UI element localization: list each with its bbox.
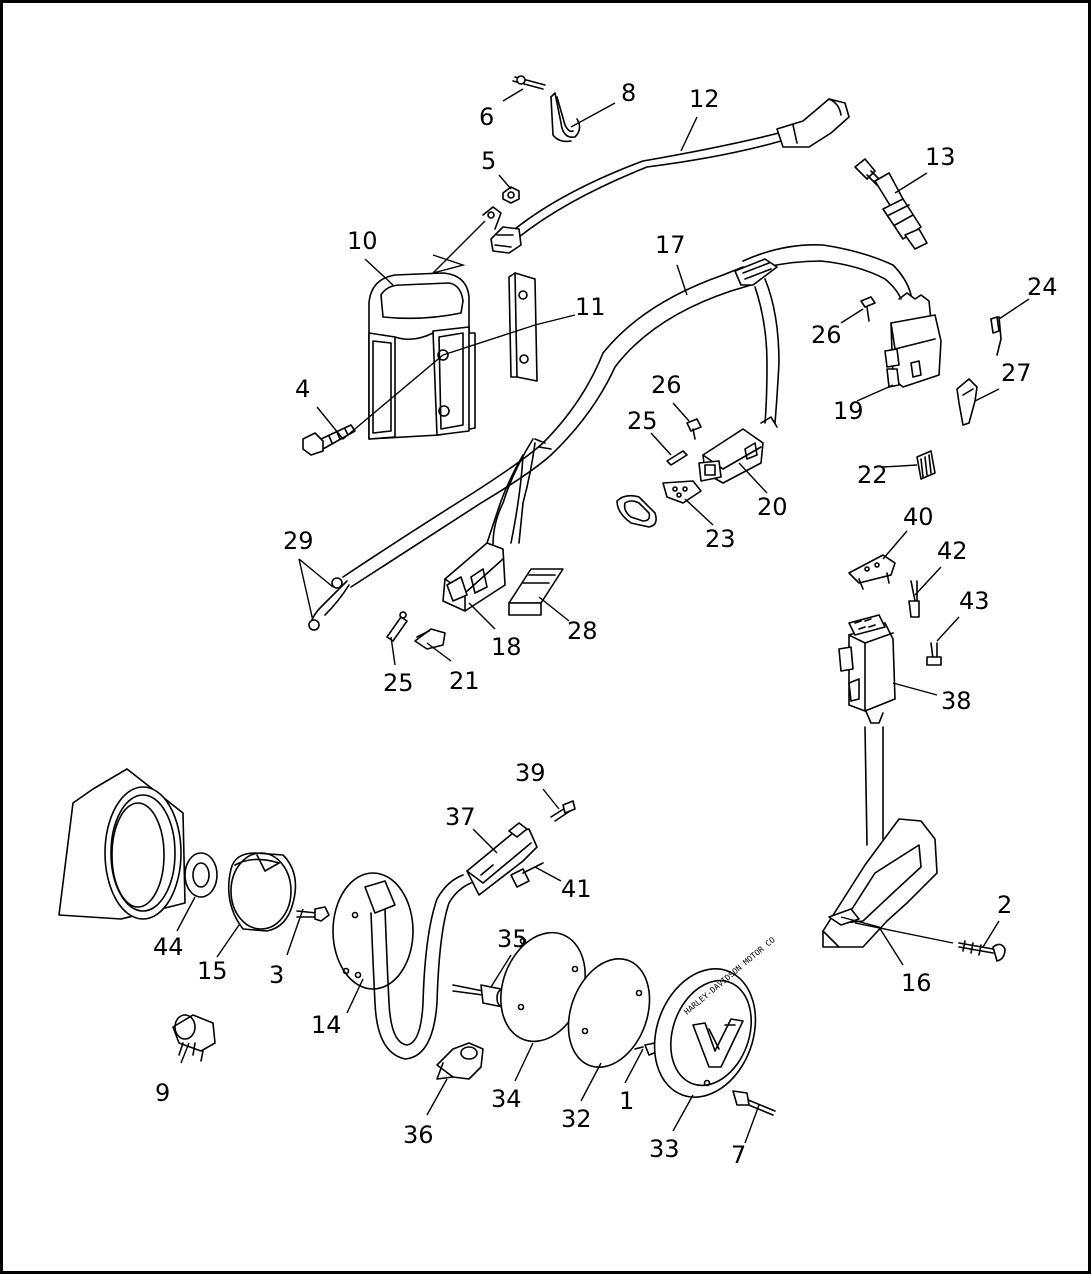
callout-25-lower: 25 [383, 669, 414, 697]
callout-25-upper: 25 [627, 407, 658, 435]
callout-34: 34 [491, 1085, 522, 1113]
harness-connector-18 [442, 542, 506, 612]
plate-32 [567, 957, 651, 1069]
callout-17: 17 [655, 231, 686, 259]
terminal-39 [550, 800, 576, 822]
spark-plug-wire [482, 98, 850, 254]
terminal-25-upper [666, 450, 688, 466]
sensor-connector-37 [466, 822, 538, 896]
terminal-lock-22 [916, 450, 936, 480]
callout-36: 36 [403, 1121, 434, 1149]
clamp-9 [172, 1014, 216, 1062]
callout-1: 1 [619, 1087, 634, 1115]
callout-15: 15 [197, 957, 228, 985]
pin-7 [732, 1090, 776, 1116]
screw-3 [296, 906, 330, 922]
terminal-lock-23 [662, 480, 702, 504]
callout-22: 22 [857, 461, 888, 489]
timer-cover-33: HARLEY-DAVIDSON MOTOR CO [653, 935, 777, 1098]
coil-mounting-bolt [302, 424, 356, 456]
callout-37: 37 [445, 803, 476, 831]
callout-23: 23 [705, 525, 736, 553]
terminal-25-lower [386, 611, 408, 642]
callout-39: 39 [515, 759, 546, 787]
callout-5: 5 [481, 147, 496, 175]
module-cable [864, 708, 884, 846]
nut [502, 186, 520, 204]
callout-12: 12 [689, 85, 720, 113]
callout-19: 19 [833, 397, 864, 425]
callout-42: 42 [937, 537, 968, 565]
callout-16: 16 [901, 969, 932, 997]
rotor-15 [227, 852, 297, 932]
sensor-plate-14 [332, 872, 414, 990]
ignition-module-16 [822, 818, 938, 948]
wire-clip [550, 92, 581, 143]
callout-8: 8 [621, 79, 636, 107]
clip-36 [436, 1042, 484, 1080]
sensor-harness [370, 874, 472, 1060]
ignition-coil [368, 272, 476, 440]
callout-27: 27 [1001, 359, 1032, 387]
callout-26-mid: 26 [651, 371, 682, 399]
terminal-lock-27 [956, 378, 978, 426]
callout-7: 7 [731, 1141, 746, 1169]
terminal-41 [510, 862, 544, 888]
callout-4: 4 [295, 375, 310, 403]
callout-43: 43 [959, 587, 990, 615]
callout-33: 33 [649, 1135, 680, 1163]
terminal-lock-21 [414, 628, 446, 650]
main-wiring-harness [308, 244, 912, 631]
callout-13: 13 [925, 143, 956, 171]
pin [512, 75, 546, 90]
terminal-42 [908, 580, 920, 618]
callout-10: 10 [347, 227, 378, 255]
callout-11: 11 [575, 293, 606, 321]
callout-41: 41 [561, 875, 592, 903]
callout-26-right: 26 [811, 321, 842, 349]
callout-32: 32 [561, 1105, 592, 1133]
callout-35: 35 [497, 925, 528, 953]
callout-2: 2 [997, 891, 1012, 919]
harness-connector-19 [884, 292, 942, 388]
callout-3: 3 [269, 961, 284, 989]
seal-44 [184, 852, 218, 898]
callout-40: 40 [903, 503, 934, 531]
callout-18: 18 [491, 633, 522, 661]
leader-lines [176, 88, 1030, 1144]
callout-24: 24 [1027, 273, 1058, 301]
callout-20: 20 [757, 493, 788, 521]
pin-43 [926, 642, 942, 666]
spark-plug [854, 158, 928, 250]
callout-9: 9 [155, 1079, 170, 1107]
callout-21: 21 [449, 667, 480, 695]
crankcase-cover [58, 768, 186, 920]
terminal-24 [990, 316, 1002, 356]
callout-44: 44 [153, 933, 184, 961]
module-connector-38 [838, 614, 896, 712]
pin-26-right [860, 296, 876, 322]
callout-29: 29 [283, 527, 314, 555]
harness-connector-20 [698, 416, 778, 484]
callout-38: 38 [941, 687, 972, 715]
callout-6: 6 [479, 103, 494, 131]
screw-2 [958, 940, 1006, 962]
terminal-lock-40 [848, 554, 896, 590]
seal-grommet [616, 494, 657, 528]
parts-diagram: HARLEY-DAVIDSON MOTOR CO [58, 75, 1058, 1169]
coil-bracket [508, 272, 538, 382]
standoff-35 [452, 984, 506, 1008]
callout-14: 14 [311, 1011, 342, 1039]
pin-26-mid [686, 418, 702, 440]
connector-cover-28 [508, 568, 564, 616]
callout-labels: 1 2 3 4 5 6 7 8 9 10 11 12 13 14 15 16 1… [153, 79, 1058, 1169]
callout-28: 28 [567, 617, 598, 645]
